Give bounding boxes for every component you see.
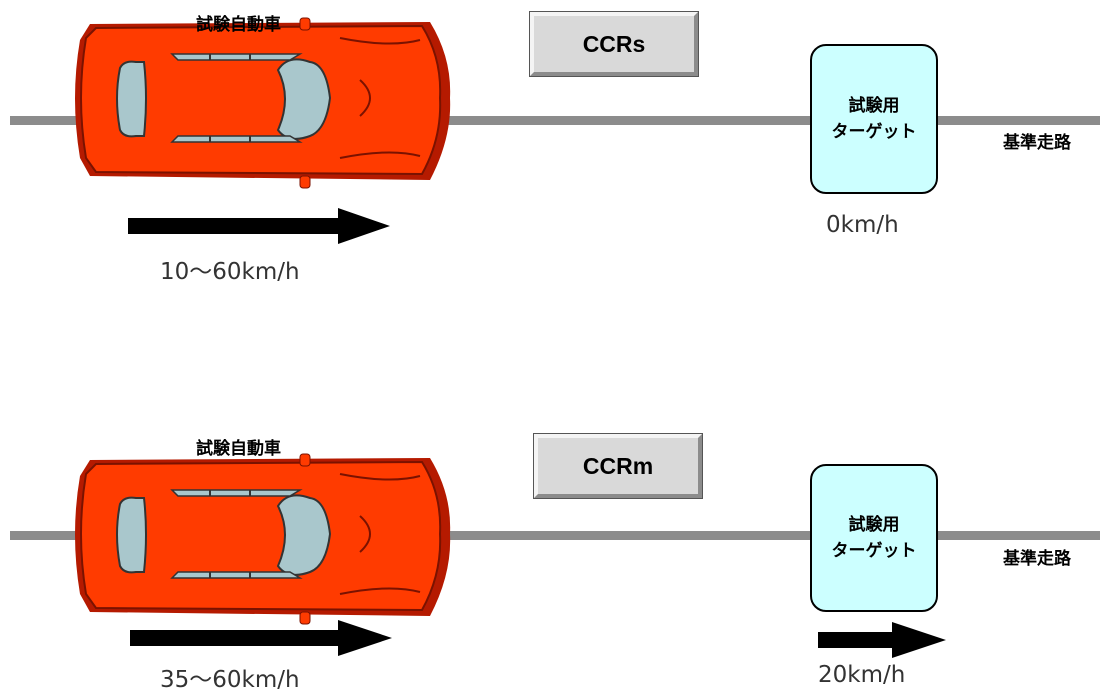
test-target-box: 試験用 ターゲット: [810, 44, 938, 194]
panel-graphics: [10, 453, 1100, 658]
test-target-box: 試験用 ターゲット: [810, 464, 938, 612]
panel-graphics: [10, 17, 1100, 244]
scenario-name-box: CCRm: [533, 433, 703, 499]
target-label-line2: ターゲット: [831, 122, 917, 142]
vehicle-direction-arrow: [128, 208, 390, 244]
test-vehicle-car: [75, 453, 451, 625]
vehicle-speed-label: 35〜60km/h: [160, 667, 300, 693]
test-vehicle-label: 試験自動車: [196, 439, 281, 459]
vehicle-speed-label: 10〜60km/h: [160, 259, 300, 285]
target-label-line1: 試験用: [848, 515, 900, 535]
test-vehicle-label: 試験自動車: [196, 15, 281, 35]
test-vehicle-car: [75, 17, 451, 189]
reference-road-label: 基準走路: [1003, 133, 1071, 153]
scenario-panel-ccrs: 試験自動車 CCRs 試験用 ターゲット 基準走路 10〜60km/h 0km/…: [0, 0, 1100, 346]
reference-road: [10, 531, 1100, 540]
target-direction-arrow: [818, 622, 946, 658]
target-speed-label: 20km/h: [818, 662, 906, 688]
target-speed-label: 0km/h: [826, 212, 899, 238]
target-label-line1: 試験用: [848, 96, 900, 116]
vehicle-direction-arrow: [130, 620, 392, 656]
reference-road-label: 基準走路: [1003, 549, 1071, 569]
reference-road: [10, 116, 1100, 125]
scenario-panel-ccrm: 試験自動車 CCRm 試験用 ターゲット 基準走路 35〜60km/h 20km…: [0, 346, 1100, 693]
target-label-line2: ターゲット: [831, 541, 917, 561]
scenario-name-box: CCRs: [529, 11, 699, 77]
